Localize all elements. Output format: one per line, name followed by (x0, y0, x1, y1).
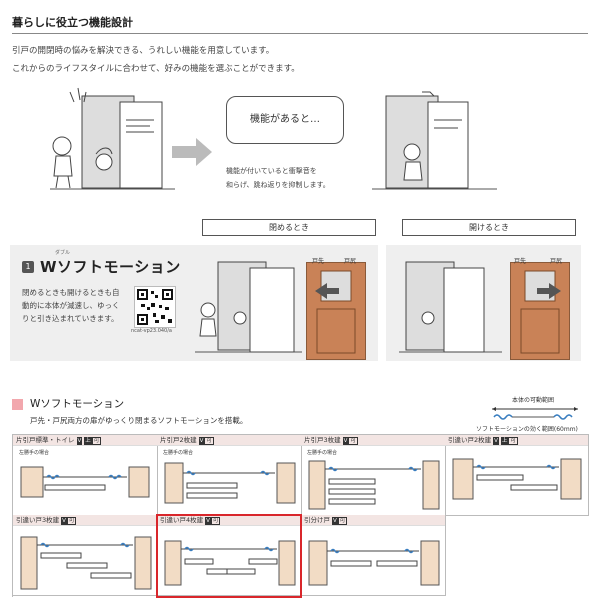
grid-cell-2-label: 片引戸2枚建 (160, 436, 197, 444)
grid-cell-1-diagram (20, 466, 150, 498)
badge-ka: 可 (348, 437, 358, 445)
section-title: 暮らしに役立つ機能設計 (12, 16, 133, 29)
grid-cell-2-diagram (164, 462, 296, 504)
grid-cell-3-note: 左勝手の場合 (307, 450, 338, 456)
badge-ka: 可 (204, 437, 214, 445)
photo-label-tail-1: 戸尻 (344, 258, 357, 265)
grid-cell-4-label: 引違い戸2枚建 (448, 436, 492, 444)
badge-v: V (332, 517, 338, 525)
range-diagram (492, 407, 578, 420)
highlight-frame (156, 514, 302, 598)
door-calm-illustration (372, 91, 497, 190)
door-photo-close (306, 262, 366, 360)
door-photo-open (510, 262, 570, 360)
section2-desc: 戸先・戸尻両方の扉がゆっくり閉まるソフトモーションを搭載。 (30, 416, 248, 425)
section2-title: Wソフトモーション (30, 398, 125, 410)
arrow-right-icon (172, 138, 212, 166)
feature-ruby: ダブル (55, 250, 71, 256)
speech-bubble: 機能があると… (226, 96, 344, 144)
grid-cell-1-note: 左勝手の場合 (19, 450, 50, 456)
badge-ka: 可 (91, 437, 102, 445)
photo-label-tip-2: 戸先 (514, 258, 527, 265)
door-startled-illustration (50, 87, 175, 190)
label-close: 閉めるとき (202, 219, 376, 236)
badge-ka: 可 (210, 517, 221, 525)
photo-label-tail-2: 戸尻 (550, 258, 563, 265)
caption-line-1: 機能が付いていると衝撃音を (226, 167, 317, 175)
badge-v: V (76, 437, 83, 445)
bubble-text: 機能があると… (250, 114, 320, 125)
feature-desc-3: りと引き込まれていきます。 (22, 314, 119, 323)
badge-v: V (342, 437, 349, 445)
badge-v: V (205, 517, 211, 525)
badge-ka: 可 (66, 517, 77, 525)
section2-marker (12, 399, 23, 410)
feature-title: Wソフトモーション (40, 258, 181, 276)
badge-ka: 可 (337, 517, 348, 525)
badge-v: V (493, 437, 499, 445)
badge-v: V (61, 517, 67, 525)
title-divider (12, 33, 588, 34)
photo-label-tip-1: 戸先 (312, 258, 325, 265)
grid-cell-6-label: 引違い戸4枚建 (160, 516, 204, 524)
range-label-top: 本体の可動範囲 (512, 397, 555, 404)
grid-cell-4-diagram (452, 458, 582, 500)
feature-desc-1: 閉めるときも開けるときも自 (22, 288, 120, 297)
badge-ka: 可 (508, 437, 518, 445)
grid-cell-6-diagram (164, 540, 296, 586)
range-label-bottom: ソフトモーションの効く範囲(60mm) (476, 426, 578, 433)
badge-top: 上 (500, 437, 509, 445)
qr-label: ncat-vp23.040/a (131, 328, 172, 334)
feature-desc-2: 動的に本体が減速し、ゆっく (22, 301, 120, 310)
qr-code[interactable] (134, 286, 176, 328)
grid-cell-5-label: 引違い戸3枚建 (16, 516, 60, 524)
grid-cell-7-diagram (308, 540, 440, 586)
badge-top: 上 (84, 437, 92, 445)
grid-cell-3-label: 片引戸3枚建 (304, 436, 341, 444)
panel-door-close-illustration (195, 261, 302, 353)
grid-cell-7-label: 引分け戸 (304, 516, 330, 524)
grid-cell-5-diagram (20, 536, 152, 590)
intro-line-1: 引戸の開閉時の悩みを解決できる、うれしい機能を用意しています。 (12, 46, 275, 56)
label-open: 開けるとき (402, 219, 576, 236)
grid-cell-1-label: 片引戸標準・トイレ (16, 436, 75, 444)
grid-cell-3-diagram (308, 460, 440, 510)
door-type-grid (12, 434, 589, 597)
feature-number: 1 (22, 261, 34, 273)
intro-line-2: これからのライフスタイルに合わせて、好みの機能を選ぶことができます。 (12, 64, 300, 74)
badge-v: V (198, 437, 205, 445)
panel-door-open-illustration (399, 261, 502, 353)
caption-line-2: 和らげ、跳ね返りを抑制します。 (226, 181, 330, 189)
grid-cell-2-note: 左勝手の場合 (163, 450, 194, 456)
